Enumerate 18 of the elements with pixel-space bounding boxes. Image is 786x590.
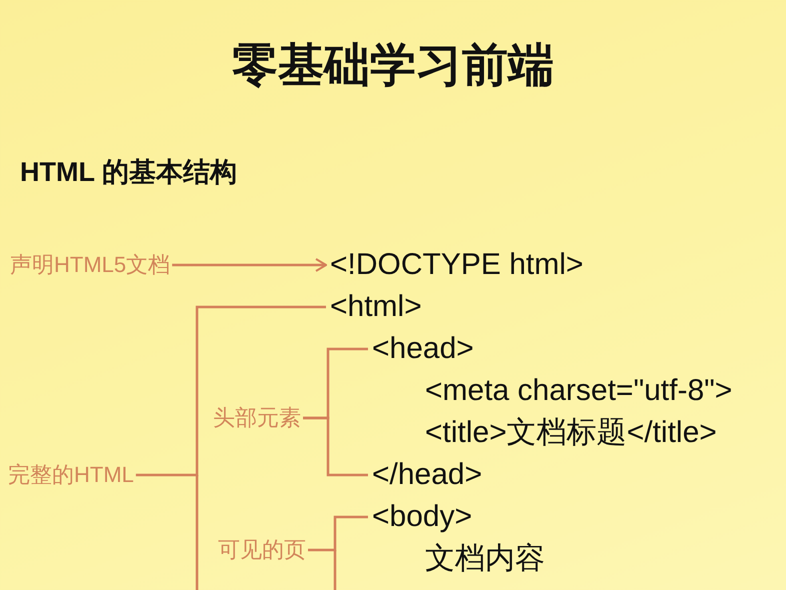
code-line: </head> bbox=[372, 457, 482, 493]
annotation-label: 声明HTML5文档 bbox=[10, 252, 170, 278]
code-line: 文档内容 bbox=[425, 541, 545, 577]
bracket-line bbox=[136, 306, 326, 476]
code-line: <meta charset="utf-8"> bbox=[425, 373, 732, 409]
code-line: <body> bbox=[372, 499, 472, 535]
bracket-line bbox=[308, 516, 368, 552]
code-line: <title>文档标题</title> bbox=[425, 415, 717, 451]
page-title: 零基础学习前端 bbox=[232, 37, 554, 92]
bracket-line bbox=[303, 416, 368, 476]
annotation-label: 头部元素 bbox=[213, 404, 301, 432]
section-heading: HTML 的基本结构 bbox=[20, 156, 237, 188]
code-line: <!DOCTYPE html> bbox=[330, 247, 584, 283]
annotation-label: 可见的页 bbox=[218, 536, 306, 564]
code-line: <html> bbox=[330, 289, 422, 325]
code-line: <head> bbox=[372, 331, 474, 367]
arrow bbox=[172, 258, 327, 272]
annotation-label: 完整的HTML bbox=[8, 462, 134, 488]
